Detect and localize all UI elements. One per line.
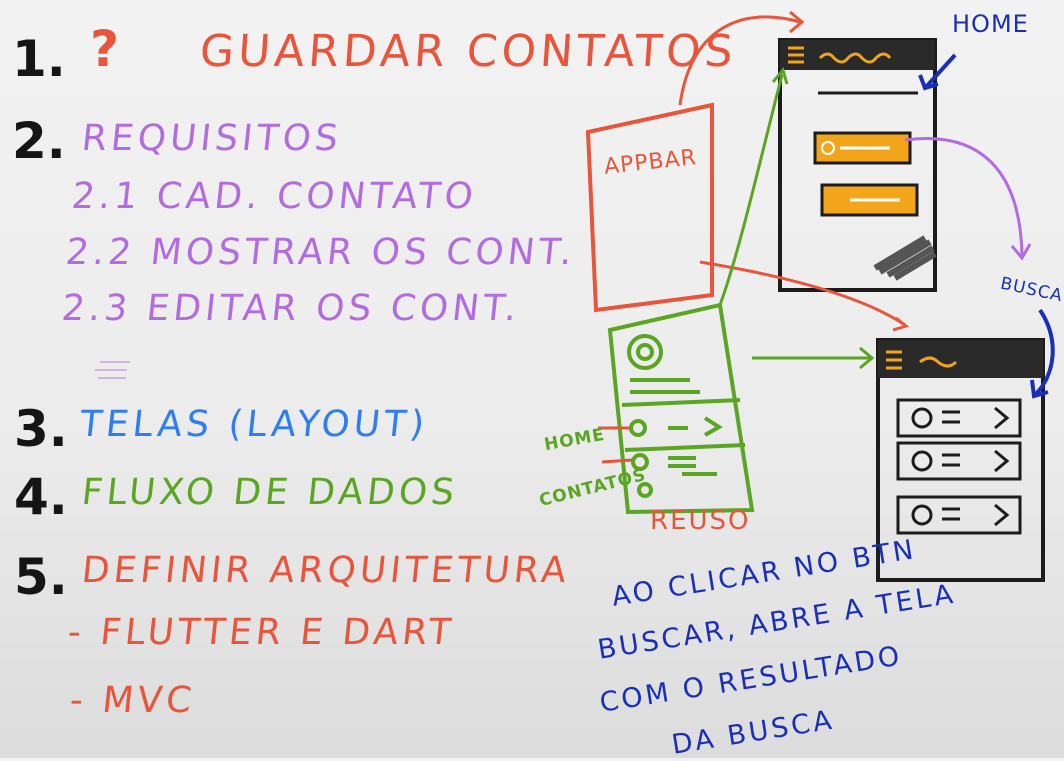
- appbar-arrow-busca: [699, 260, 906, 327]
- home-search-button: [813, 131, 912, 165]
- busca-list-item: [896, 398, 1022, 438]
- reuso-label: REUSO: [650, 506, 751, 536]
- busca-phone-mockup: [876, 338, 1045, 582]
- home-shading: [873, 235, 937, 281]
- search-arrow: [904, 137, 1024, 256]
- busca-list-item: [896, 441, 1022, 481]
- busca-list-item: [896, 495, 1022, 535]
- appbar-arrow-home: [678, 15, 801, 106]
- home-label-arrow: [923, 53, 957, 90]
- flutter-dart-text: - FLUTTER E DART: [65, 612, 457, 653]
- requisitos-text: REQUISITOS: [79, 118, 344, 159]
- drawer-mockup: [607, 302, 755, 515]
- step-5-number: 5.: [14, 548, 68, 606]
- guardar-contatos-text: GUARDAR CONTATOS: [198, 26, 739, 77]
- telas-layout-text: TELAS (LAYOUT): [77, 404, 431, 445]
- step-4-number: 4.: [14, 468, 68, 526]
- drawer-pointer-lines: [598, 426, 633, 464]
- step-1-number: 1.: [12, 30, 66, 88]
- question-mark: ?: [90, 20, 120, 78]
- step-3-number: 3.: [14, 400, 68, 458]
- requisito-2-1: 2.1 CAD. CONTATO: [69, 176, 479, 217]
- appbar-box: [585, 102, 714, 313]
- home-menu-icon: [788, 46, 804, 64]
- requisito-2-2: 2.2 MOSTRAR OS CONT.: [63, 232, 578, 273]
- mvc-text: - MVC: [67, 680, 198, 721]
- definir-arquitetura-text: DEFINIR ARQUITETURA: [79, 550, 573, 591]
- home-label: HOME: [952, 10, 1029, 38]
- home-phone-mockup: [778, 38, 937, 292]
- step-2-number: 2.: [12, 112, 66, 170]
- home-title-scribble: [818, 52, 892, 64]
- drawer-arrow-home: [718, 74, 784, 306]
- busca-appbar: [878, 340, 1043, 378]
- busca-label-arrow: [1033, 308, 1055, 397]
- fluxo-de-dados-text: FLUXO DE DADOS: [79, 472, 461, 513]
- requisito-2-3: 2.3 EDITAR OS CONT.: [59, 288, 523, 329]
